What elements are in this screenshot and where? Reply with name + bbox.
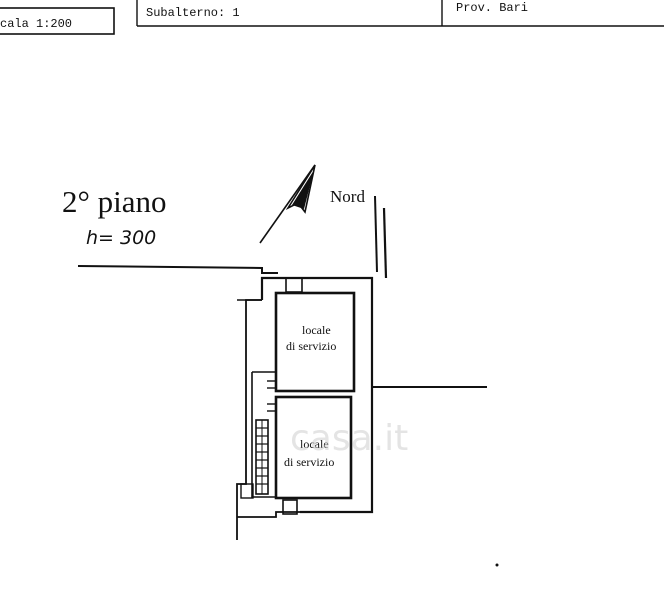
room-lower-label-line1: locale	[300, 437, 329, 451]
watermark-text: casa.it	[290, 418, 408, 459]
room-upper-label-line1: locale	[302, 323, 331, 337]
room-upper-label-line2: di servizio	[286, 339, 336, 353]
stray-mark	[495, 563, 499, 567]
north-arrow-icon	[259, 164, 316, 244]
site-boundaries	[77, 195, 487, 388]
room-upper	[274, 291, 356, 393]
scale-label: cala 1:200	[0, 17, 72, 31]
scale-box	[0, 7, 115, 35]
province-label: Prov. Bari	[456, 1, 528, 15]
room-lower	[274, 395, 353, 500]
staircase-icon	[240, 419, 269, 499]
height-note: h= 300	[86, 227, 156, 249]
subalterno-label: Subalterno: 1	[146, 6, 240, 20]
building-outline	[236, 276, 374, 540]
room-lower-label-line2: di servizio	[284, 455, 334, 469]
north-label: Nord	[330, 187, 365, 206]
floor-label: 2° piano	[62, 184, 167, 219]
header-strip: cala 1:200 Subalterno: 1 Prov. Bari	[0, 0, 664, 35]
